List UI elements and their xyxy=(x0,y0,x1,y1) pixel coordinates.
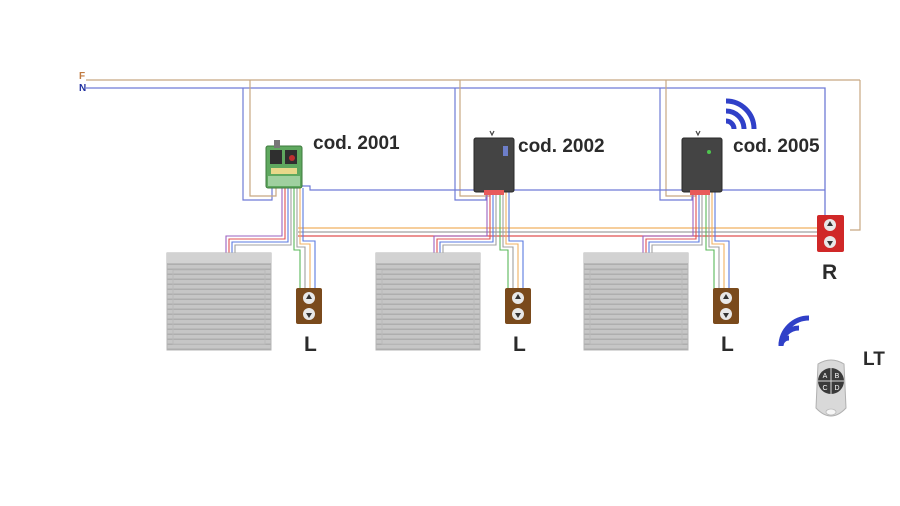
local-switch: L xyxy=(713,288,739,356)
local-switch: L xyxy=(296,288,322,356)
group-switch-label: R xyxy=(822,261,837,284)
remote-button-b: B xyxy=(835,373,840,380)
switch-label: L xyxy=(721,333,734,356)
module-2002: cod. 2002 xyxy=(473,130,605,195)
module-2005: cod. 2005 xyxy=(681,98,820,195)
neutral-wire xyxy=(86,87,826,215)
remote-control: A B C D LT xyxy=(778,315,885,417)
local-switch: L xyxy=(505,288,531,356)
shutter xyxy=(166,252,272,351)
bus-drops xyxy=(242,80,697,201)
shutter-wires xyxy=(225,188,703,255)
shutter xyxy=(583,252,689,351)
group-command-lines xyxy=(298,185,825,237)
module-code-label: cod. 2002 xyxy=(518,136,605,157)
module-2001: cod. 2001 xyxy=(265,133,400,189)
remote-button-c: C xyxy=(822,385,827,392)
remote-label: LT xyxy=(863,349,885,370)
switch-label: L xyxy=(513,333,526,356)
group-switch: R xyxy=(817,215,844,284)
wireless-signal-icon xyxy=(725,98,757,130)
remote-button-a: A xyxy=(823,373,828,380)
power-bus: F N xyxy=(79,71,861,231)
shutter xyxy=(375,252,481,351)
remote-button-d: D xyxy=(834,385,839,392)
module-code-label: cod. 2005 xyxy=(733,136,820,157)
neutral-label: N xyxy=(79,83,86,94)
wireless-signal-icon xyxy=(778,315,810,347)
switch-wires xyxy=(293,188,730,290)
switch-label: L xyxy=(304,333,317,356)
phase-wire-down xyxy=(850,80,861,231)
phase-label: F xyxy=(79,71,85,82)
module-code-label: cod. 2001 xyxy=(313,133,400,154)
